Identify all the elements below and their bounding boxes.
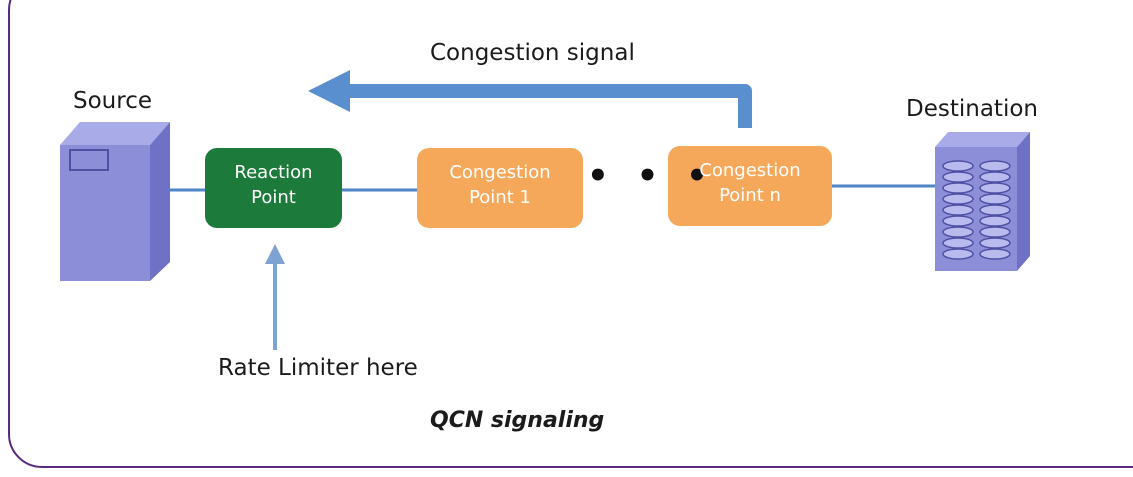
congestion-point-1-line2: Point 1 [469,187,531,208]
destination-label: Destination [906,96,1038,122]
rate-limiter-label: Rate Limiter here [218,355,418,381]
disk-platter [942,204,974,216]
congestion-point-1-label: Congestion Point 1 [417,160,583,210]
destination-storage-top [935,132,1030,147]
source-server-front [60,145,150,281]
disk-platter [942,160,974,172]
congestion-point-n-box [668,146,832,226]
congestion-point-1-line1: Congestion [449,162,551,183]
destination-disks [942,160,1011,260]
disk-platter [942,193,974,205]
congestion-point-n-line1: Congestion [699,160,801,181]
disk-platter [942,215,974,227]
disk-platter [979,160,1011,172]
source-label: Source [73,88,152,114]
disk-platter [979,193,1011,205]
disk-platter [979,171,1011,183]
disk-platter [979,237,1011,249]
source-server-top [60,122,170,145]
disk-platter [942,182,974,194]
disk-platter [979,182,1011,194]
congestion-signal-arrow-shaft [333,84,752,128]
diagram-frame [8,0,1133,468]
disk-platter [979,204,1011,216]
diagram-caption: QCN signaling [430,408,605,433]
disk-platter [979,226,1011,238]
reaction-point-label: Reaction Point [205,160,342,210]
source-server-side [150,122,170,281]
reaction-point-box [205,148,342,228]
congestion-signal-arrow-head [308,70,350,112]
rate-limiter-arrow-head [265,244,285,264]
ellipsis: • • • [587,156,716,196]
disk-platter [979,215,1011,227]
disk-platter [942,237,974,249]
congestion-signal-label: Congestion signal [430,40,635,66]
reaction-point-line2: Point [251,187,296,208]
destination-storage-side [1017,132,1030,271]
reaction-point-line1: Reaction [234,162,313,183]
disk-platter [942,226,974,238]
disk-platter [942,171,974,183]
disk-platter [979,248,1011,260]
disk-platter [942,248,974,260]
congestion-point-n-line2: Point n [719,185,781,206]
congestion-point-1-box [417,148,583,228]
congestion-point-n-label: Congestion Point n [668,158,832,208]
source-server-drive-bay [69,149,109,171]
